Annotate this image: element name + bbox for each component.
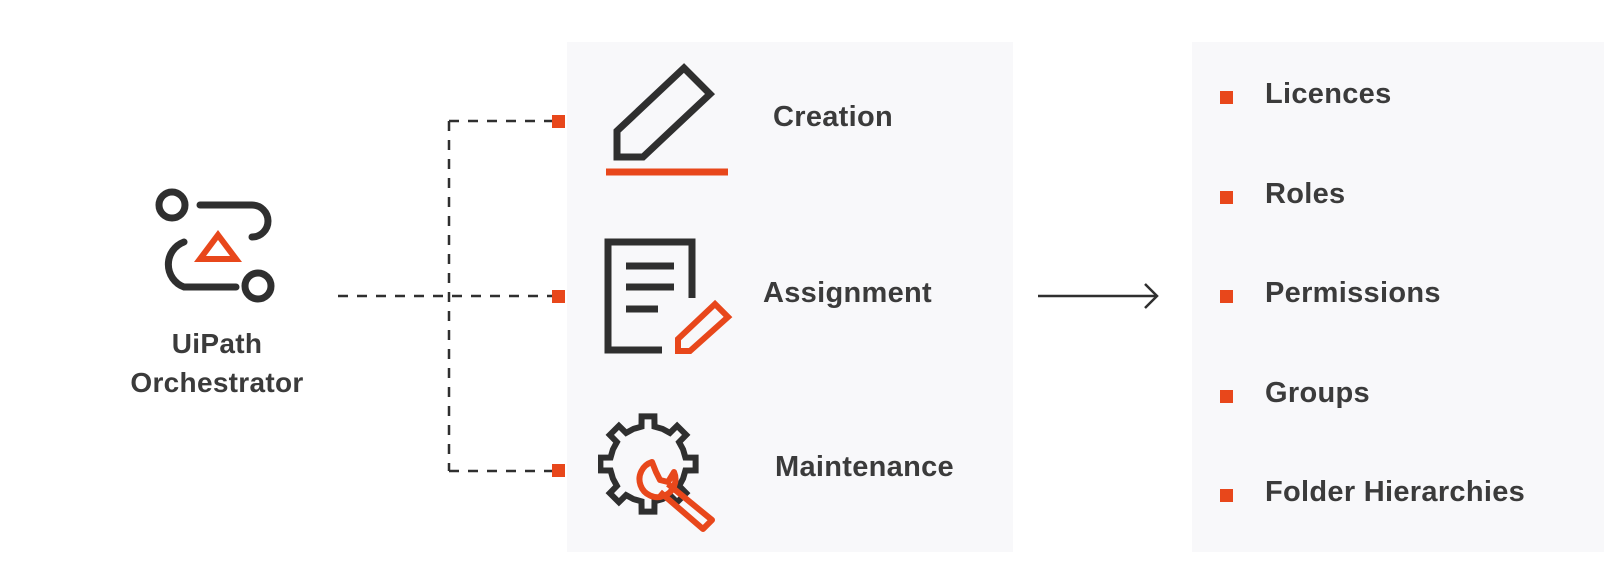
- bullet-icon: [1220, 489, 1233, 502]
- pencil-icon: [606, 63, 728, 176]
- activity-label-creation: Creation: [773, 101, 894, 133]
- source-label-line2: Orchestrator: [130, 367, 304, 398]
- connector-node-maintenance: [552, 464, 565, 477]
- source-label-line1: UiPath: [171, 328, 263, 359]
- document-edit-icon: [604, 238, 733, 354]
- uipath-orchestrator-icon: [155, 188, 275, 303]
- feature-label: Roles: [1265, 177, 1346, 210]
- bullet-icon: [1220, 389, 1233, 403]
- features-panel: [1192, 42, 1604, 552]
- arrow-right-icon: [1038, 283, 1159, 309]
- feature-label: Licences: [1265, 78, 1392, 110]
- bullet-icon: [1220, 91, 1233, 104]
- gear-wrench-icon: [598, 413, 715, 532]
- source-label: UiPath Orchestrator: [90, 324, 344, 402]
- bullet-icon: [1220, 290, 1233, 303]
- connector-node-assignment: [552, 290, 565, 303]
- feature-label: Groups: [1265, 376, 1370, 409]
- feature-label: Folder Hierarchies: [1265, 476, 1526, 508]
- bullet-icon: [1220, 190, 1233, 204]
- activity-label-maintenance: Maintenance: [775, 451, 954, 483]
- feature-label: Permissions: [1265, 277, 1441, 309]
- connector-node-creation: [552, 115, 565, 128]
- activity-label-assignment: Assignment: [763, 277, 932, 309]
